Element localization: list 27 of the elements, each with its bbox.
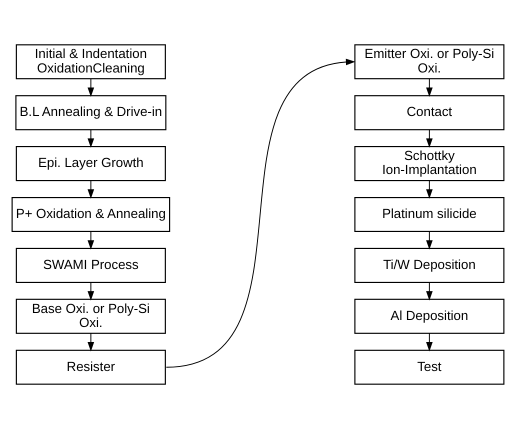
arrow bbox=[166, 58, 356, 368]
arrow bbox=[88, 180, 94, 198]
node-box: SWAMI Process bbox=[16, 247, 166, 282]
node-box: Initial & Indentation OxidationCleaning bbox=[16, 44, 166, 79]
node-box: Emitter Oxi. or Poly-Si Oxi. bbox=[354, 44, 504, 79]
node-box: Contact bbox=[354, 94, 504, 130]
node-box: Test bbox=[354, 349, 504, 384]
arrow bbox=[426, 230, 433, 250]
arrow bbox=[88, 78, 94, 96]
node-box: Al Deposition bbox=[354, 298, 504, 334]
arrow bbox=[426, 281, 433, 300]
node-box: Base Oxi. or Poly-Si Oxi. bbox=[16, 298, 166, 334]
node-box: Platinum silicide bbox=[354, 196, 504, 232]
node-box: Resister bbox=[16, 349, 166, 384]
node-box: Ti/W Deposition bbox=[354, 247, 504, 282]
arrow bbox=[88, 281, 94, 300]
node-box: P+ Oxidation & Annealing bbox=[12, 196, 170, 232]
arrow bbox=[426, 128, 433, 148]
arrow bbox=[426, 78, 433, 96]
node-box: Epi. Layer Growth bbox=[16, 146, 166, 181]
node-box: B.L Annealing & Drive-in bbox=[15, 94, 166, 130]
arrow bbox=[88, 128, 94, 148]
arrow bbox=[426, 180, 433, 198]
arrow bbox=[426, 332, 433, 351]
node-box: Schottky Ion-Implantation bbox=[354, 146, 504, 181]
arrow bbox=[88, 230, 94, 250]
arrow bbox=[88, 332, 94, 351]
